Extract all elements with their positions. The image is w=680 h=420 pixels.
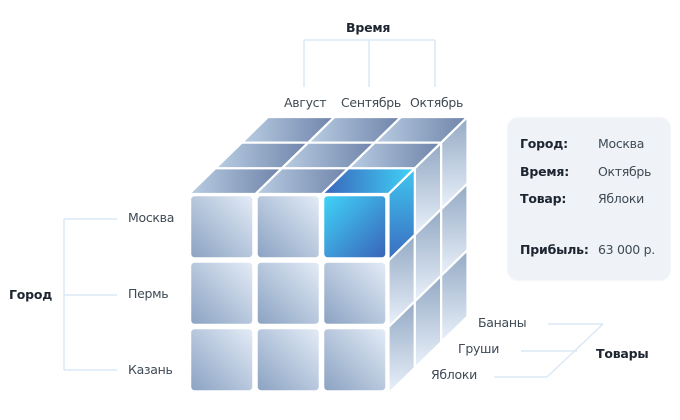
info-city-row: Город: Москва xyxy=(520,136,644,151)
info-product-row: Товар: Яблоки xyxy=(520,191,644,206)
cube-side-cell xyxy=(440,248,469,344)
connector-lines xyxy=(63,39,604,378)
city-dimension-title: Город xyxy=(9,287,53,302)
info-profit-label: Прибыль: xyxy=(520,242,589,257)
city-member-kazan[interactable]: Казань xyxy=(128,362,173,377)
product-bracket-diagonal xyxy=(546,323,604,378)
info-time-value: Октябрь xyxy=(598,164,652,179)
cube-front-cell xyxy=(189,194,254,259)
info-profit-row: Прибыль: 63 000 р. xyxy=(520,242,655,257)
cube-front-cell xyxy=(189,261,254,326)
info-city-value: Москва xyxy=(598,136,645,151)
city-member-perm[interactable]: Пермь xyxy=(128,286,169,301)
cube-front-cell xyxy=(189,327,254,392)
info-city-label: Город: xyxy=(520,136,568,151)
selection-info-card: Город:Москва Время:Октябрь Товар:Яблоки … xyxy=(508,118,670,280)
city-member-moscow[interactable]: Москва xyxy=(128,210,175,225)
product-dimension-title: Товары xyxy=(596,346,649,361)
cube-front-cell xyxy=(256,261,321,326)
info-time-row: Время: Октябрь xyxy=(520,164,651,179)
product-member-apples[interactable]: Яблоки xyxy=(431,367,477,382)
cube-front-cell xyxy=(256,327,321,392)
cube-front-cell xyxy=(256,194,321,259)
time-member-september[interactable]: Сентябрь xyxy=(341,95,402,110)
info-profit-value: 63 000 р. xyxy=(598,242,655,257)
cube xyxy=(187,115,469,395)
info-time-label: Время: xyxy=(520,164,569,179)
highlight-cube-front xyxy=(322,194,387,259)
time-member-october[interactable]: Октябрь xyxy=(410,95,464,110)
product-member-bananas[interactable]: Бананы xyxy=(478,315,527,330)
cube-front-cell xyxy=(322,261,387,326)
time-dimension-title: Время xyxy=(346,20,391,35)
product-member-pears[interactable]: Груши xyxy=(458,341,500,356)
info-product-value: Яблоки xyxy=(598,191,644,206)
highlight-cube-side xyxy=(387,167,416,262)
cube-front-cell xyxy=(322,327,387,392)
info-product-label: Товар: xyxy=(520,191,567,206)
time-member-august[interactable]: Август xyxy=(284,95,327,110)
